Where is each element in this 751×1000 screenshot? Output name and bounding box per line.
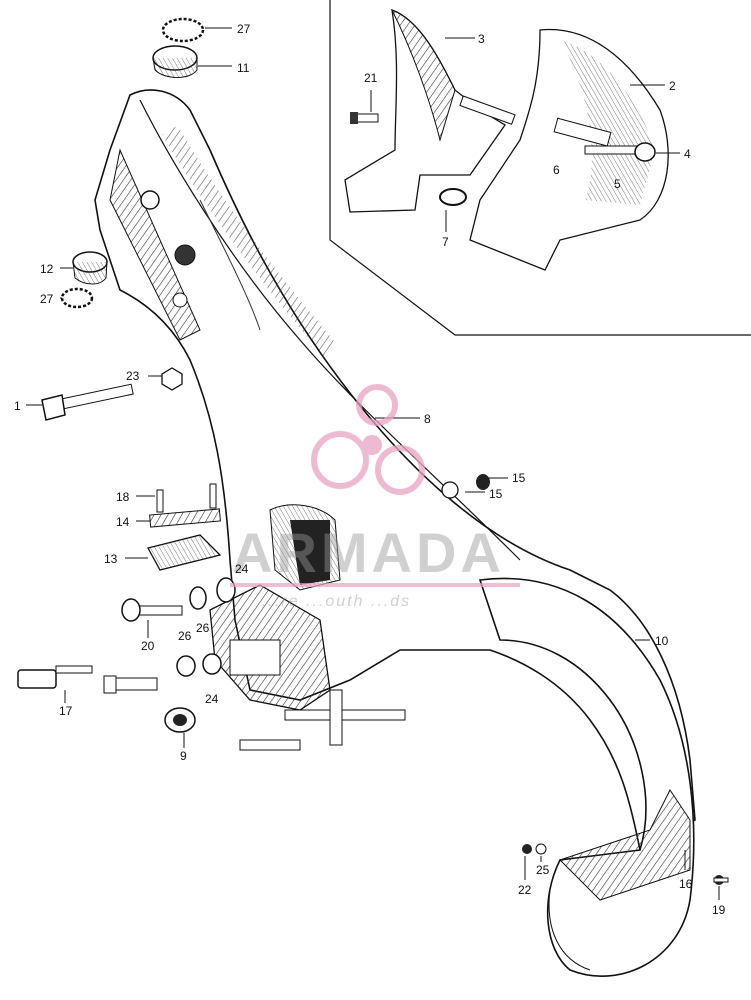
callout-3: 3	[478, 32, 485, 46]
washer-27-top	[161, 17, 205, 43]
watermark-sub: ...re ...outh ...ds	[262, 593, 412, 610]
bolt-21	[350, 112, 379, 124]
callout-20: 20	[141, 639, 155, 653]
watermark-main: ARMADA	[232, 521, 505, 584]
callout-24-lower: 24	[205, 692, 219, 706]
callout-27-left: 27	[40, 292, 54, 306]
callout-6: 6	[553, 163, 560, 177]
callout-16: 16	[679, 877, 693, 891]
collar-9	[164, 707, 196, 733]
grommet-7	[439, 188, 467, 206]
callout-1: 1	[14, 399, 21, 413]
nut-23	[161, 367, 183, 391]
screw-19	[713, 875, 729, 885]
callout-11: 11	[237, 61, 250, 75]
bolt-20	[103, 598, 183, 694]
callout-18: 18	[116, 490, 130, 504]
callout-17: 17	[59, 704, 73, 718]
callout-5: 5	[614, 177, 621, 191]
callout-26-lower: 26	[178, 629, 192, 643]
callout-24-top: 24	[235, 562, 249, 576]
leader-lines	[26, 27, 720, 900]
collar-12	[72, 251, 108, 285]
callout-21: 21	[364, 71, 378, 85]
stud-17	[17, 665, 93, 689]
plate-13	[147, 534, 222, 571]
washer-27-left	[60, 287, 94, 309]
side-cover-left	[344, 9, 516, 213]
callout-8: 8	[424, 412, 431, 426]
callout-19: 19	[712, 903, 726, 917]
callout-14: 14	[116, 515, 130, 529]
watermark-logo	[311, 384, 425, 495]
callout-9: 9	[180, 749, 187, 763]
rear-fender-10	[478, 577, 695, 977]
bracket-14	[149, 483, 221, 528]
callout-2: 2	[669, 79, 676, 93]
callout-22: 22	[518, 883, 532, 897]
callout-25: 25	[536, 863, 550, 877]
callout-15-right: 15	[512, 471, 526, 485]
nuts-15	[441, 474, 490, 499]
nut-11	[152, 45, 198, 78]
callout-15-left: 15	[489, 487, 503, 501]
screw-4	[584, 142, 656, 162]
rear-bracket	[209, 584, 406, 751]
side-cover-right	[469, 28, 669, 271]
callout-4: 4	[684, 147, 691, 161]
callout-13: 13	[104, 552, 118, 566]
nut-washer-22-25	[522, 843, 547, 855]
callout-23: 23	[126, 369, 140, 383]
callout-12: 12	[40, 262, 54, 276]
bolt-1	[41, 383, 134, 421]
inset-border	[329, 0, 751, 336]
callout-27-top: 27	[237, 22, 251, 36]
callout-26-top: 26	[196, 621, 210, 635]
callout-7: 7	[442, 235, 449, 249]
callout-10: 10	[655, 634, 669, 648]
